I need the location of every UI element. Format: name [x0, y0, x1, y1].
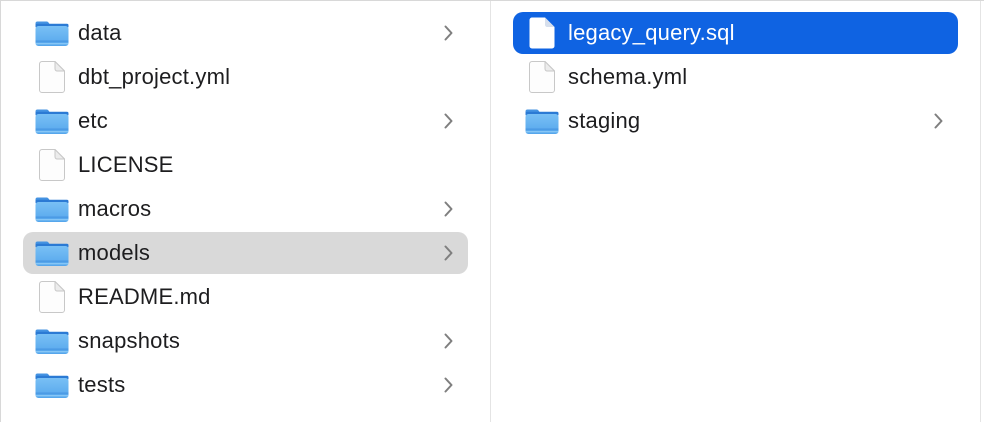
- list-item[interactable]: legacy_query.sql: [513, 12, 958, 54]
- file-name-label: README.md: [78, 284, 211, 309]
- chevron-right-icon: [443, 332, 454, 350]
- list-item[interactable]: tests: [23, 364, 468, 406]
- document-icon: [524, 17, 560, 49]
- list-item[interactable]: README.md: [23, 276, 468, 318]
- file-name-label: etc: [78, 108, 108, 133]
- file-name-label: dbt_project.yml: [78, 64, 231, 89]
- list-item[interactable]: etc: [23, 100, 468, 142]
- folder-icon: [34, 195, 70, 223]
- chevron-right-icon: [443, 200, 454, 218]
- folder-icon: [34, 107, 70, 135]
- file-column-right: legacy_query.sql schema.yml staging: [491, 1, 981, 422]
- file-name-label: schema.yml: [568, 64, 688, 89]
- document-icon: [524, 61, 560, 93]
- chevron-right-icon: [443, 244, 454, 262]
- document-icon: [34, 61, 70, 93]
- document-icon: [34, 281, 70, 313]
- file-name-label: macros: [78, 196, 152, 221]
- file-name-label: legacy_query.sql: [568, 20, 735, 45]
- document-icon: [34, 149, 70, 181]
- folder-icon: [34, 371, 70, 399]
- list-item[interactable]: models: [23, 232, 468, 274]
- list-item[interactable]: macros: [23, 188, 468, 230]
- list-item[interactable]: staging: [513, 100, 958, 142]
- list-item[interactable]: data: [23, 12, 468, 54]
- folder-icon: [34, 239, 70, 267]
- chevron-right-icon: [933, 112, 944, 130]
- file-name-label: models: [78, 240, 151, 265]
- list-item[interactable]: LICENSE: [23, 144, 468, 186]
- file-name-label: tests: [78, 372, 126, 397]
- list-item[interactable]: snapshots: [23, 320, 468, 362]
- file-name-label: staging: [568, 108, 641, 133]
- file-name-label: LICENSE: [78, 152, 174, 177]
- chevron-right-icon: [443, 112, 454, 130]
- file-name-label: data: [78, 20, 122, 45]
- list-item[interactable]: dbt_project.yml: [23, 56, 468, 98]
- list-item[interactable]: schema.yml: [513, 56, 958, 98]
- folder-icon: [524, 107, 560, 135]
- chevron-right-icon: [443, 376, 454, 394]
- folder-icon: [34, 327, 70, 355]
- chevron-right-icon: [443, 24, 454, 42]
- folder-icon: [34, 19, 70, 47]
- file-name-label: snapshots: [78, 328, 181, 353]
